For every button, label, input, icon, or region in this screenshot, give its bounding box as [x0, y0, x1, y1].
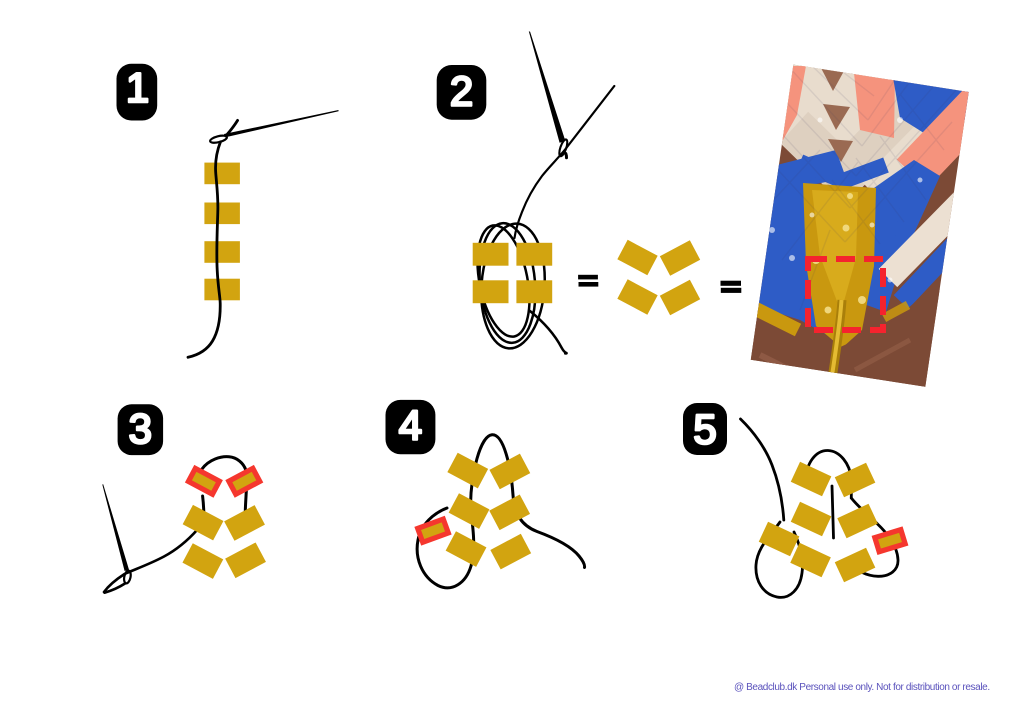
- svg-text:5: 5: [693, 406, 716, 453]
- svg-text:4: 4: [399, 402, 422, 449]
- svg-text:3: 3: [129, 405, 152, 452]
- svg-text:2: 2: [450, 68, 473, 115]
- svg-text:1: 1: [126, 64, 149, 111]
